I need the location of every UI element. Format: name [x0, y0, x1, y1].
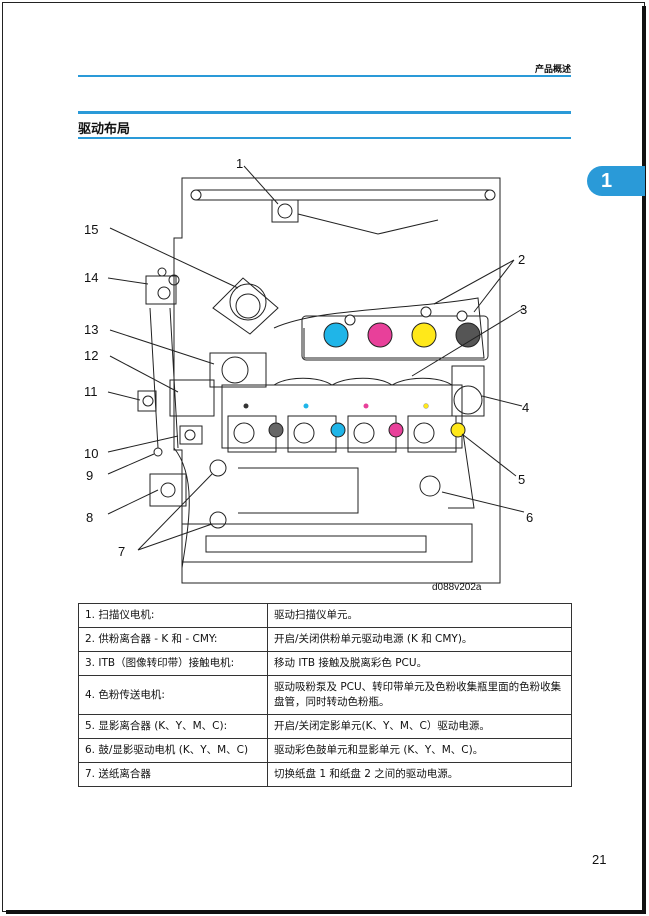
page-shadow-bottom [6, 910, 646, 914]
motor-8 [149, 473, 187, 507]
callout-14: 14 [84, 270, 98, 285]
motor-6 [419, 475, 441, 497]
toner-bottles [323, 306, 481, 348]
running-header-title: 产品概述 [534, 65, 571, 75]
header-rule [78, 75, 571, 77]
part-cell: 6. 鼓/显影驱动电机 (K、Y、M、C) [78, 738, 268, 763]
callout-13: 13 [84, 322, 98, 337]
desc-cell: 驱动扫描仪单元。 [267, 603, 572, 628]
part-cell: 5. 显影离合器 (K、Y、M、C): [78, 714, 268, 739]
drive-layout-diagram: 1 2 3 4 5 6 7 8 9 10 11 12 13 14 15 d088… [84, 156, 533, 593]
motor-13 [209, 352, 267, 388]
part-cell: 7. 送纸离合器 [78, 762, 268, 787]
callout-6: 6 [526, 510, 533, 525]
part-cell: 2. 供粉离合器 - K 和 - CMY: [78, 627, 268, 652]
scanner-motor [271, 199, 299, 223]
part-cell: 4. 色粉传送电机: [78, 675, 268, 715]
callout-15: 15 [84, 222, 98, 237]
clutch-7b [209, 511, 227, 529]
part-cell: 1. 扫描仪电机: [78, 603, 268, 628]
diagram-caption: d088v202a [432, 582, 482, 593]
callout-4: 4 [522, 400, 529, 415]
table-row: 3. ITB（图像转印带）接触电机: 移动 ITB 接触及脱离彩色 PCU。 [78, 651, 572, 676]
chapter-tab[interactable]: 1 [587, 166, 645, 196]
motor-10 [179, 425, 203, 445]
callout-5: 5 [518, 472, 525, 487]
pcu-k [227, 415, 277, 453]
callout-12: 12 [84, 348, 98, 363]
page-shadow-right [642, 6, 646, 914]
desc-cell: 驱动彩色鼓单元和显影单元 (K、Y、M、C)。 [267, 738, 572, 763]
callout-10: 10 [84, 446, 98, 461]
motor-11 [137, 390, 157, 412]
table-row: 4. 色粉传送电机: 驱动吸粉泵及 PCU、转印带单元及色粉收集瓶里面的色粉收集… [78, 675, 572, 715]
desc-cell: 移动 ITB 接触及脱离彩色 PCU。 [267, 651, 572, 676]
desc-cell: 驱动吸粉泵及 PCU、转印带单元及色粉收集瓶里面的色粉收集盘管，同时转动色粉瓶。 [267, 675, 572, 715]
table-row: 5. 显影离合器 (K、Y、M、C): 开启/关闭定影单元(K、Y、M、C）驱动… [78, 714, 572, 739]
callout-2: 2 [518, 252, 525, 267]
table-row: 6. 鼓/显影驱动电机 (K、Y、M、C) 驱动彩色鼓单元和显影单元 (K、Y、… [78, 738, 572, 763]
desc-cell: 开启/关闭定影单元(K、Y、M、C）驱动电源。 [267, 714, 572, 739]
pcu-m [347, 415, 397, 453]
part-cell: 3. ITB（图像转印带）接触电机: [78, 651, 268, 676]
table-row: 1. 扫描仪电机: 驱动扫描仪单元。 [78, 603, 572, 628]
callout-11: 11 [84, 384, 98, 399]
scanner-belt [196, 189, 490, 201]
motor-15 [229, 283, 267, 321]
desc-cell: 开启/关闭供粉单元驱动电源 (K 和 CMY)。 [267, 627, 572, 652]
section-title: 驱动布局 [78, 122, 131, 137]
parts-table: 1. 扫描仪电机: 驱动扫描仪单元。 2. 供粉离合器 - K 和 - CMY:… [78, 603, 572, 787]
section-rule-bottom [78, 137, 571, 139]
callout-9: 9 [86, 468, 93, 483]
pcu-c [287, 415, 337, 453]
machine-outline [173, 177, 501, 584]
table-row: 7. 送纸离合器 切换纸盘 1 和纸盘 2 之间的驱动电源。 [78, 762, 572, 787]
callout-7: 7 [118, 544, 125, 559]
callout-1: 1 [236, 156, 243, 171]
motor-4 [451, 365, 485, 417]
callout-3: 3 [520, 302, 527, 317]
page-number: 21 [592, 852, 607, 867]
pcu-y [407, 415, 457, 453]
section-rule-top [78, 111, 571, 114]
desc-cell: 切换纸盘 1 和纸盘 2 之间的驱动电源。 [267, 762, 572, 787]
clutch-7a [209, 459, 227, 477]
callout-8: 8 [86, 510, 93, 525]
table-row: 2. 供粉离合器 - K 和 - CMY: 开启/关闭供粉单元驱动电源 (K 和… [78, 627, 572, 652]
development-clutches [268, 422, 466, 438]
